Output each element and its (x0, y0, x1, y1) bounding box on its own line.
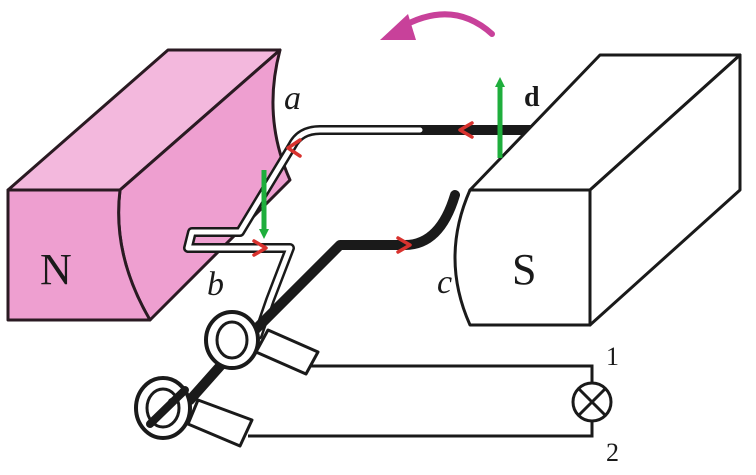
side-label-a: a (284, 80, 301, 117)
current-arrow-b-icon (252, 239, 268, 257)
current-arrow-c-icon (396, 236, 412, 254)
current-arrow-d-icon (458, 121, 474, 139)
terminal-label-2: 2 (606, 438, 619, 467)
rotation-arrow-icon (380, 11, 495, 40)
brush-2 (186, 398, 254, 448)
side-label-b: b (207, 266, 224, 303)
lamp-cross-icon (571, 381, 613, 423)
slip-ring-2 (134, 376, 192, 440)
side-label-c: c (437, 264, 453, 301)
coil-side-c (185, 190, 460, 405)
coil-white-wire (183, 125, 425, 340)
side-label-d: d (524, 82, 540, 113)
current-arrow-a-icon (286, 138, 302, 158)
north-pole-label: N (40, 245, 72, 294)
south-pole-label: S (512, 245, 537, 294)
brush-1 (254, 328, 320, 376)
current-arrows (252, 121, 474, 257)
terminal-label-1: 1 (606, 342, 619, 371)
force-arrows (259, 77, 505, 239)
south-magnet (453, 53, 742, 327)
slip-ring-1 (204, 310, 260, 370)
north-magnet (6, 48, 292, 322)
external-circuit (248, 364, 594, 438)
